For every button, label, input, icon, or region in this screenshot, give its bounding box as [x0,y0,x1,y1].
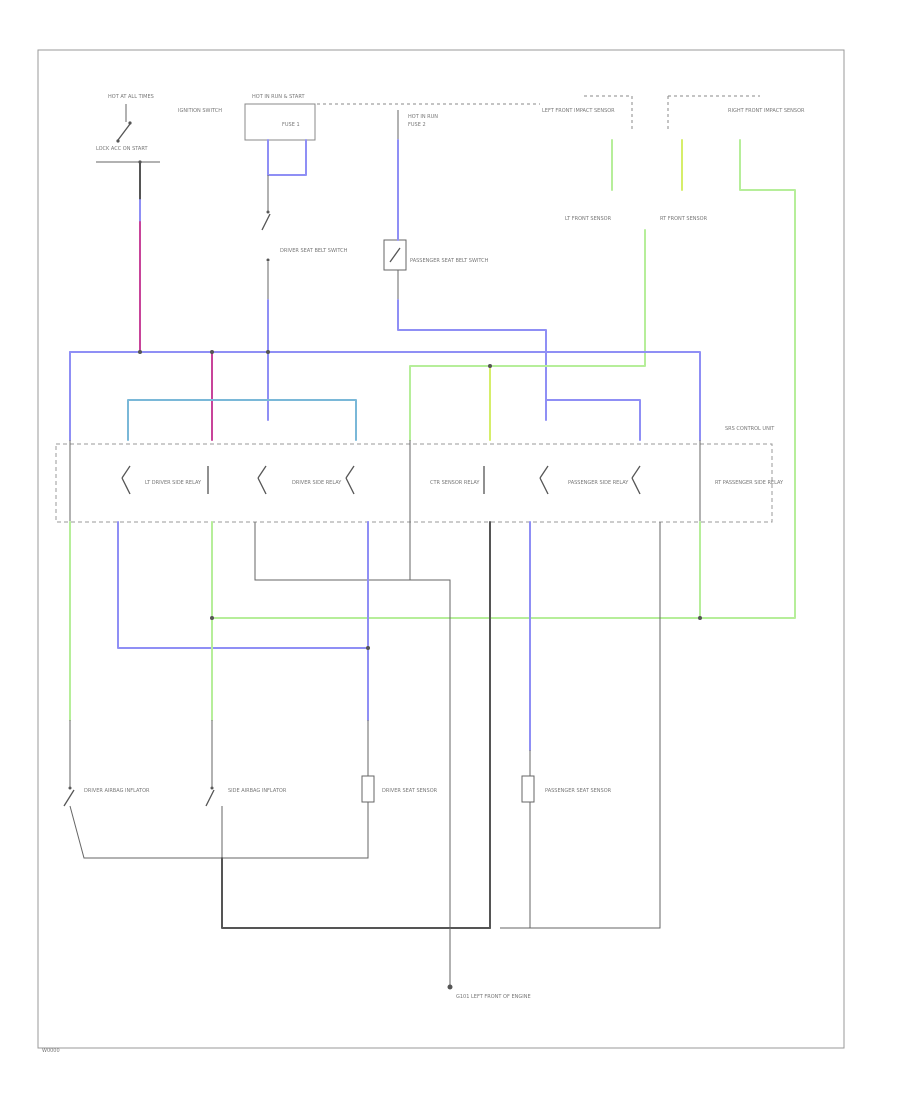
driver-seat-sensor: DRIVER SEAT SENSOR [361,775,438,803]
label-fuse-1: FUSE 1 [282,122,300,128]
label-relay-3: CTR SENSOR RELAY [430,480,480,486]
left-impact-sensor: LEFT FRONT IMPACT SENSOR LT FRONT SENSOR [542,95,633,222]
label-hot-run-2: HOT IN RUN [408,114,438,120]
label-relay-2: DRIVER SIDE RELAY [292,480,342,486]
label-side-airbag-inflator: SIDE AIRBAG INFLATOR [228,788,287,794]
label-hot-run-start-1: HOT IN RUN & START [252,94,305,100]
ground-g101: G101 LEFT FRONT OF ENGINE [447,928,531,1000]
label-driver-seat-sensor: DRIVER SEAT SENSOR [382,788,438,794]
driver-airbag-inflator: DRIVER AIRBAG INFLATOR [63,786,150,807]
label-front-sensor-right: RT FRONT SENSOR [660,216,708,222]
label-driver-airbag-inflator: DRIVER AIRBAG INFLATOR [84,788,150,794]
label-driver-seat-belt-sw: DRIVER SEAT BELT SWITCH [280,248,348,254]
label-ground: G101 LEFT FRONT OF ENGINE [456,994,531,1000]
label-fuse-2: FUSE 2 [408,122,426,128]
label-front-sensor-left: LT FRONT SENSOR [565,216,612,222]
side-airbag-inflator: SIDE AIRBAG INFLATOR [205,786,287,807]
fuse-1-block: HOT IN RUN & START FUSE 1 DRIVER SEAT BE… [244,94,540,262]
label-relay-1: LT DRIVER SIDE RELAY [145,480,202,486]
srs-control-unit: SRS CONTROL UNIT LT DRIVER SIDE RELAY DR… [55,426,784,523]
fuse-2-block: HOT IN RUN FUSE 2 PASSENGER SEAT BELT SW… [383,110,489,271]
figure-code: W0000 [42,1048,60,1054]
label-right-impact-sensor: RIGHT FRONT IMPACT SENSOR [728,108,805,114]
label-relay-5: RT PASSENGER SIDE RELAY [715,480,784,486]
passenger-seat-sensor: PASSENGER SEAT SENSOR [521,775,612,803]
ignition-switch: HOT AT ALL TIMES IGNITION SWITCH LOCK AC… [96,94,222,164]
srs-internal-switches [69,440,701,522]
label-hot-at-all-times: HOT AT ALL TIMES [108,94,154,100]
label-left-impact-sensor: LEFT FRONT IMPACT SENSOR [542,108,615,114]
right-impact-sensor: RIGHT FRONT IMPACT SENSOR RT FRONT SENSO… [660,95,805,222]
label-passenger-seat-sensor: PASSENGER SEAT SENSOR [545,788,612,794]
label-ignition-terminals: LOCK ACC ON START [96,146,148,152]
label-ignition-switch: IGNITION SWITCH [178,108,222,114]
diagram-border [37,49,845,1049]
label-srs-unit: SRS CONTROL UNIT [725,426,775,432]
label-relay-4: PASSENGER SIDE RELAY [568,480,629,486]
label-passenger-seat-belt-sw: PASSENGER SEAT BELT SWITCH [410,258,489,264]
